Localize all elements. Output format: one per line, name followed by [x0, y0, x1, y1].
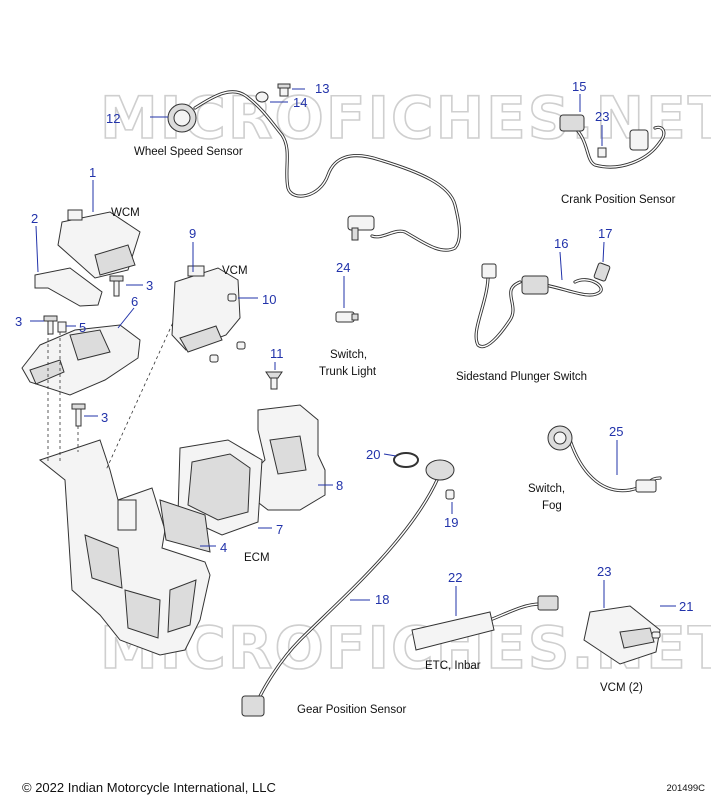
watermark-top: MICROFICHES.NET: [100, 84, 711, 152]
callout-22: 22: [448, 570, 462, 585]
callout-10: 7: [276, 522, 283, 537]
callout-16: 16: [554, 236, 568, 251]
label-switch-fog-line2: Fog: [542, 500, 562, 512]
wheel-speed-sensor-part: [167, 90, 462, 252]
ecm-housing-9: [254, 404, 326, 511]
callout-21: 21: [679, 599, 693, 614]
callout-20: 20: [366, 447, 380, 462]
callout-6: 9: [189, 226, 196, 241]
callout-25: 25: [609, 424, 623, 439]
label-gear-position-sensor: Gear Position Sensor: [297, 704, 406, 716]
sidestand-plunger-switch-part: [474, 263, 603, 349]
callout-13: 14: [293, 95, 307, 110]
callout-3-top: 3: [146, 278, 153, 293]
label-etc-inbar: ETC, Inbar: [425, 660, 481, 672]
screw-7: [209, 293, 246, 363]
callout-3-bottom: 3: [101, 410, 108, 425]
callout-24: 24: [336, 260, 350, 275]
fog-switch-part: [547, 425, 662, 493]
label-switch-trunk-light-line1: Switch,: [330, 349, 367, 361]
wcm-part: [57, 209, 141, 279]
bolt-3-top: [109, 275, 124, 297]
label-vcm: VCM: [222, 265, 248, 277]
label-crank-position-sensor: Crank Position Sensor: [561, 194, 676, 206]
label-sidestand-plunger-switch: Sidestand Plunger Switch: [456, 371, 587, 383]
label-wcm: WCM: [111, 207, 140, 219]
crank-position-sensor-part: [559, 114, 666, 169]
bolt-3-bottom: [71, 403, 86, 427]
gear-position-sensor-part: [241, 459, 455, 717]
o-ring-20: [393, 452, 419, 468]
callout-9: 8: [336, 478, 343, 493]
label-switch-fog-line1: Switch,: [528, 483, 565, 495]
label-vcm-2: VCM (2): [600, 682, 643, 694]
pad-11: [159, 499, 211, 553]
callout-19: 19: [444, 515, 458, 530]
vcm-2-part: [583, 605, 661, 665]
callout-3-left: 3: [15, 314, 22, 329]
callout-11: 4: [220, 540, 227, 555]
main-bracket: [38, 439, 211, 656]
callout-7: 10: [262, 292, 276, 307]
label-switch-trunk-light-line2: Trunk Light: [319, 366, 377, 378]
bracket-5: [21, 324, 141, 396]
callout-1: 1: [89, 165, 96, 180]
screw-19: [445, 489, 455, 500]
callout-23-bottom: 23: [597, 564, 611, 579]
trunk-light-switch-part: [335, 276, 359, 323]
diagram-id: 201499C: [666, 783, 705, 794]
etc-inbar-part: [411, 595, 559, 651]
bracket-2: [34, 267, 103, 307]
callout-12: 12: [106, 111, 120, 126]
callout-15: 15: [572, 79, 586, 94]
label-ecm: ECM: [244, 552, 270, 564]
connector-17: [593, 262, 611, 282]
callout-4: 5: [79, 320, 86, 335]
label-wheel-speed-sensor: Wheel Speed Sensor: [134, 146, 243, 158]
callout-2: 2: [31, 211, 38, 226]
copyright-text: © 2022 Indian Motorcycle International, …: [22, 780, 276, 795]
callout-17: 17: [598, 226, 612, 241]
callout-5: 6: [131, 294, 138, 309]
callout-14: 13: [315, 81, 329, 96]
callout-8: 11: [270, 346, 284, 361]
callout-18: 18: [375, 592, 389, 607]
screw-8: [265, 371, 283, 390]
nut-4: [57, 321, 67, 333]
callout-23-top: 23: [595, 109, 609, 124]
bolt-14: [277, 83, 291, 97]
vcm-part: [171, 265, 241, 353]
bolt-3-left: [43, 315, 58, 335]
